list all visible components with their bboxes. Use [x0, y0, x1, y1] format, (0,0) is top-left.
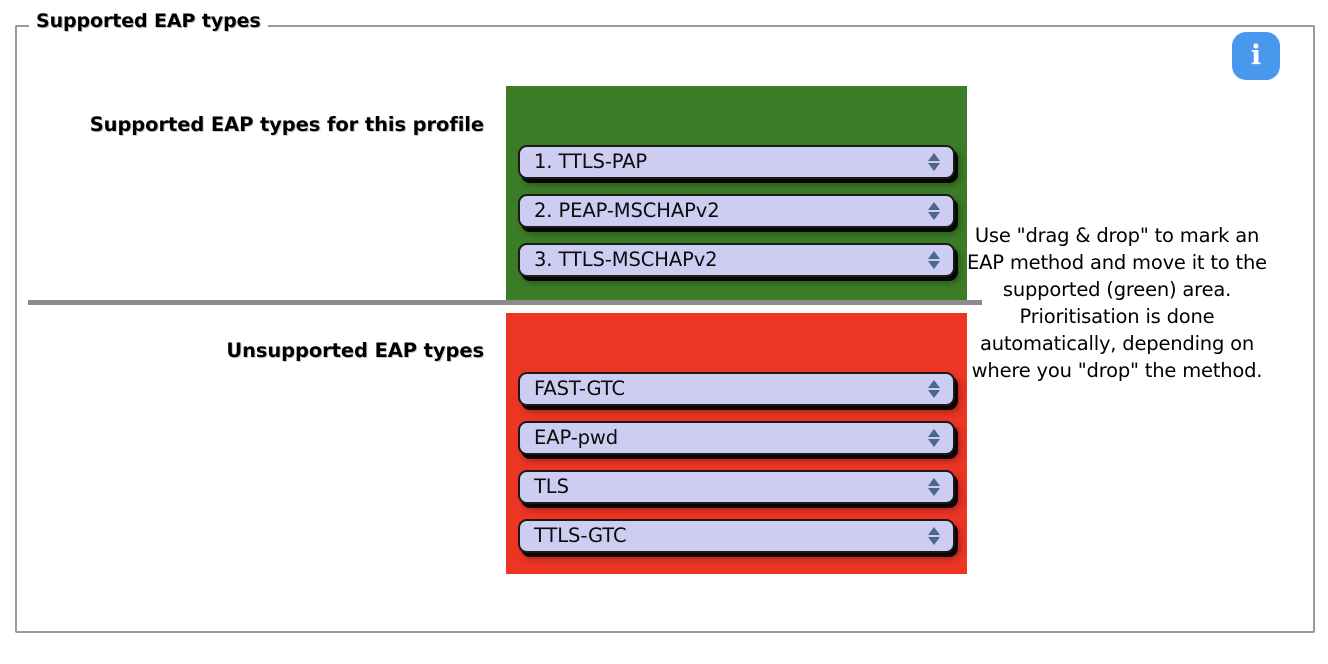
eap-method-label: FAST-GTC [534, 379, 626, 399]
arrow-down-icon [928, 439, 940, 447]
info-button[interactable]: i [1232, 32, 1280, 80]
supported-eap-dropzone[interactable]: 1. TTLS-PAP 2. PEAP-MSCHAPv2 3. TTLS-MSC… [506, 86, 967, 300]
list-item[interactable]: TTLS-GTC [518, 519, 955, 553]
arrow-down-icon [928, 163, 940, 171]
arrow-up-icon [928, 202, 940, 210]
eap-method-label: 1. TTLS-PAP [534, 152, 648, 172]
unsupported-eap-list: FAST-GTC EAP-pwd TLS [518, 372, 955, 553]
arrow-down-icon [928, 488, 940, 496]
arrow-down-icon [928, 390, 940, 398]
list-item[interactable]: 2. PEAP-MSCHAPv2 [518, 194, 955, 228]
supported-eap-list: 1. TTLS-PAP 2. PEAP-MSCHAPv2 3. TTLS-MSC… [518, 145, 955, 277]
up-down-arrow-icon[interactable] [919, 196, 949, 226]
fieldset-legend: Supported EAP types [29, 10, 268, 32]
arrow-up-icon [928, 153, 940, 161]
arrow-up-icon [928, 429, 940, 437]
list-item[interactable]: TLS [518, 470, 955, 504]
arrow-down-icon [928, 212, 940, 220]
up-down-arrow-icon[interactable] [919, 423, 949, 453]
arrow-up-icon [928, 478, 940, 486]
list-item[interactable]: FAST-GTC [518, 372, 955, 406]
list-item[interactable]: EAP-pwd [518, 421, 955, 455]
list-item[interactable]: 1. TTLS-PAP [518, 145, 955, 179]
arrow-up-icon [928, 527, 940, 535]
arrow-down-icon [928, 537, 940, 545]
drag-drop-help-text: Use "drag & drop" to mark an EAP method … [967, 224, 1267, 382]
up-down-arrow-icon[interactable] [919, 472, 949, 502]
eap-method-label: TTLS-GTC [534, 526, 627, 546]
up-down-arrow-icon[interactable] [919, 245, 949, 275]
eap-method-label: TLS [534, 477, 569, 497]
supported-eap-types-fieldset: Supported EAP types [15, 10, 1315, 633]
unsupported-eap-dropzone[interactable]: FAST-GTC EAP-pwd TLS [506, 313, 967, 574]
up-down-arrow-icon[interactable] [919, 521, 949, 551]
up-down-arrow-icon[interactable] [919, 374, 949, 404]
unsupported-eap-types-label: Unsupported EAP types [226, 339, 484, 362]
list-item[interactable]: 3. TTLS-MSCHAPv2 [518, 243, 955, 277]
info-icon: i [1250, 39, 1262, 71]
eap-method-label: 2. PEAP-MSCHAPv2 [534, 201, 720, 221]
up-down-arrow-icon[interactable] [919, 147, 949, 177]
section-divider [28, 300, 982, 305]
arrow-up-icon [928, 380, 940, 388]
arrow-up-icon [928, 251, 940, 259]
eap-method-label: 3. TTLS-MSCHAPv2 [534, 250, 718, 270]
eap-method-label: EAP-pwd [534, 428, 619, 448]
supported-eap-types-label: Supported EAP types for this profile [89, 113, 484, 136]
arrow-down-icon [928, 261, 940, 269]
